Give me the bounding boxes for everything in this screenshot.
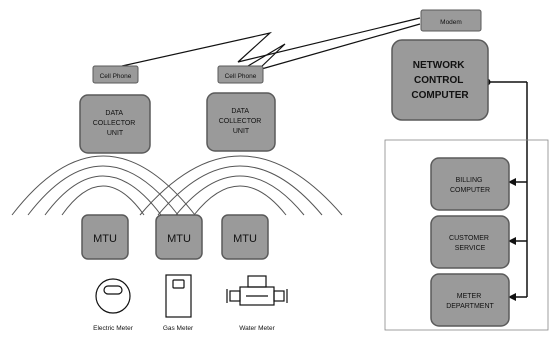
electric-meter-icon [95, 278, 131, 314]
svg-text:DATA COLLECTOR UNI: DATA COLLECTOR UNIT [93, 110, 138, 137]
radio-waves [11, 155, 343, 216]
data-collector-unit-right: DATA COLLECTOR UNIT [206, 92, 276, 152]
wave-arc [11, 155, 196, 216]
ncc-label-line: COMPUTER [411, 90, 469, 101]
wave-arc [193, 185, 287, 216]
department-label-line: CUSTOMER [449, 235, 489, 242]
connector-lines [488, 81, 528, 301]
gas-meter-icon [165, 274, 192, 318]
customer-service: CUSTOMER SERVICE [430, 215, 510, 269]
mtu-label: MTU [93, 233, 117, 245]
gas-meter-label: Gas Meter [163, 325, 194, 332]
cell-phone-left: Cell Phone [92, 65, 139, 84]
dcu-label-line: DATA [105, 110, 123, 117]
data-collector-unit-left: DATA COLLECTOR UNIT [79, 94, 151, 154]
department-label-line: COMPUTER [450, 187, 490, 194]
dcu-label-line: DATA [231, 108, 249, 115]
wave-arc [139, 155, 343, 216]
svg-text:BILLING COMPUTER: BILLING COMPUTER [450, 177, 490, 194]
ncc-label-line: CONTROL [414, 75, 463, 86]
department-label-line: METER [457, 293, 482, 300]
cell-phone-right: Cell Phone [217, 65, 264, 84]
department-label-line: DEPARTMENT [446, 303, 494, 310]
department-group-frame [384, 139, 549, 331]
electric-meter-label: Electric Meter [93, 325, 134, 332]
svg-text:DATA COLLECTOR UNI: DATA COLLECTOR UNIT [219, 108, 264, 135]
mtu-label: MTU [167, 233, 191, 245]
mtu-label: MTU [233, 233, 257, 245]
svg-text:METER DEPARTMENT: METER DEPARTMENT [446, 293, 494, 310]
wave-arc [44, 175, 162, 216]
wave-arc [61, 185, 145, 216]
dcu-label-line: COLLECTOR [93, 120, 136, 127]
svg-text:NETWORK CONTROL CO: NETWORK CONTROL COMPUTER [411, 60, 469, 101]
mtu-2: MTU [155, 214, 203, 260]
wave-arc [157, 165, 323, 216]
dcu-label-line: UNIT [107, 130, 124, 137]
modem: Modem [420, 9, 482, 32]
wave-arc [175, 175, 305, 216]
water-meter-label: Water Meter [239, 325, 275, 332]
billing-computer: BILLING COMPUTER [430, 157, 510, 211]
network-control-computer: NETWORK CONTROL COMPUTER [391, 39, 489, 121]
dcu-label-line: COLLECTOR [219, 118, 262, 125]
cell-phone-right-label: Cell Phone [225, 73, 257, 80]
wireless-link [121, 17, 421, 71]
cell-phone-left-label: Cell Phone [100, 73, 132, 80]
department-label-line: SERVICE [455, 245, 486, 252]
meter-department: METER DEPARTMENT [430, 273, 510, 327]
ncc-label-line: NETWORK [413, 60, 465, 71]
svg-text:CUSTOMER SERVICE: CUSTOMER SERVICE [449, 235, 491, 252]
mtu-3: MTU [221, 214, 269, 260]
modem-label: Modem [440, 19, 462, 26]
water-meter-icon [226, 275, 288, 306]
mtu-1: MTU [81, 214, 129, 260]
department-label-line: BILLING [456, 177, 483, 184]
dcu-label-line: UNIT [233, 128, 250, 135]
